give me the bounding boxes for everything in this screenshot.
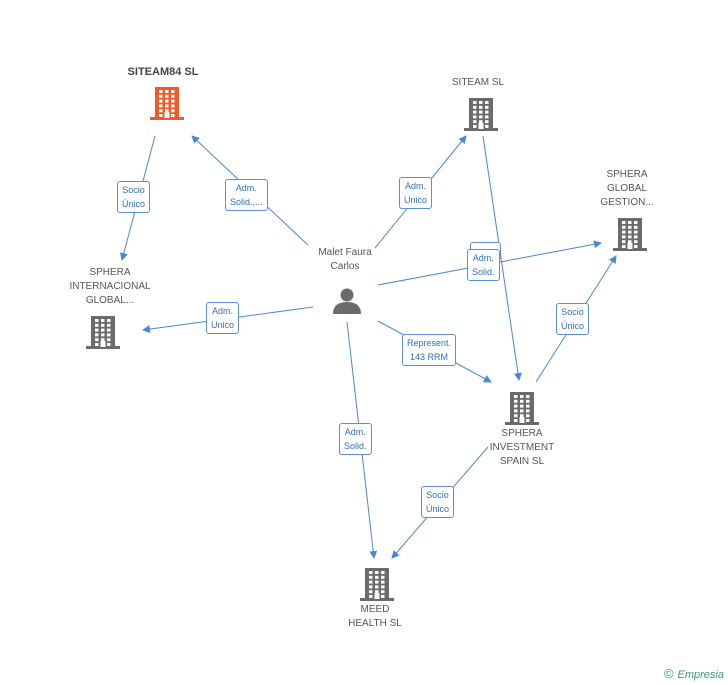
node-label-line: SITEAM84 SL <box>127 66 199 78</box>
edge-label-line: Adm. <box>472 253 494 263</box>
building-icon[interactable] <box>464 98 498 131</box>
building-icon[interactable] <box>150 87 184 120</box>
edge-label-line: 143 RRM <box>410 352 449 362</box>
edge-label-line: Adm. <box>235 183 257 193</box>
edge-label-person-investment[interactable]: Represent. 143 RRM <box>402 334 457 366</box>
node-label-line: SPHERA <box>89 267 131 278</box>
edge-label-line: Adm. <box>405 181 427 191</box>
edge-label-person-siteam[interactable]: Adm. Unico <box>399 177 433 209</box>
node-label-line: GLOBAL... <box>85 295 135 306</box>
copyright-icon: © <box>663 666 674 681</box>
node-label-line: INTERNACIONAL <box>69 281 151 292</box>
node-label-meed[interactable]: MEED HEALTH SL <box>348 603 402 631</box>
building-icon[interactable] <box>86 316 120 349</box>
node-label-siteam[interactable]: SITEAM SL <box>452 76 504 90</box>
edge-label-person-siteam84[interactable]: Adm. Solid.,... <box>225 179 268 211</box>
node-label-line: Carlos <box>330 261 360 272</box>
node-label-line: SPAIN SL <box>499 456 545 467</box>
person-icon[interactable] <box>333 288 361 315</box>
edge-label-line: Socio <box>122 185 145 195</box>
node-label-line: Malet Faura <box>318 247 372 258</box>
building-icon[interactable] <box>505 392 539 425</box>
edge-label-person-global[interactable]: Adm. Solid. <box>467 249 500 281</box>
node-label-line: HEALTH SL <box>348 618 402 629</box>
edge-label-line: Único <box>561 321 585 331</box>
node-label-sphera-global[interactable]: SPHERA GLOBAL GESTION... <box>600 168 653 210</box>
node-label-line: INVESTMENT <box>489 442 555 453</box>
node-label-sphera-investment[interactable]: SPHERA INVESTMENT SPAIN SL <box>490 427 554 469</box>
watermark-text: Empresia <box>677 669 724 681</box>
building-icon[interactable] <box>613 218 647 251</box>
edge-siteam-investment <box>482 135 522 381</box>
node-label-line: SPHERA <box>501 428 543 439</box>
edge-label-line: Único <box>426 504 450 514</box>
edge-label-line: Solid. <box>344 441 367 451</box>
edge-label-line: Socio <box>561 307 584 317</box>
edge-label-line: Único <box>122 199 146 209</box>
building-icon[interactable] <box>360 568 394 601</box>
edge-label-line: Solid.,... <box>230 197 263 207</box>
edge-label-person-meed[interactable]: Adm. Solid. <box>339 423 372 455</box>
node-label-line: SITEAM SL <box>451 77 505 88</box>
empresia-watermark: ©Empresia <box>664 666 724 681</box>
node-label-line: GESTION... <box>600 197 654 208</box>
edge-label-line: Socio <box>426 490 449 500</box>
node-label-line: SPHERA <box>606 169 648 180</box>
node-label-line: MEED <box>360 604 390 615</box>
edge-label-line: Unico <box>211 320 235 330</box>
edge-label-line: Adm. <box>212 306 234 316</box>
edge-label-person-internacional[interactable]: Adm. Unico <box>206 302 240 334</box>
node-label-sphera-internacional[interactable]: SPHERA INTERNACIONAL GLOBAL... <box>69 266 150 308</box>
edge-label-line: Adm. <box>344 427 366 437</box>
node-label-line: GLOBAL <box>606 183 648 194</box>
edge-label-line: Unico <box>404 195 428 205</box>
node-label-siteam84[interactable]: SITEAM84 SL <box>128 65 199 79</box>
edge-label-line: Represent. <box>407 338 452 348</box>
edge-label-line: Solid. <box>472 267 495 277</box>
